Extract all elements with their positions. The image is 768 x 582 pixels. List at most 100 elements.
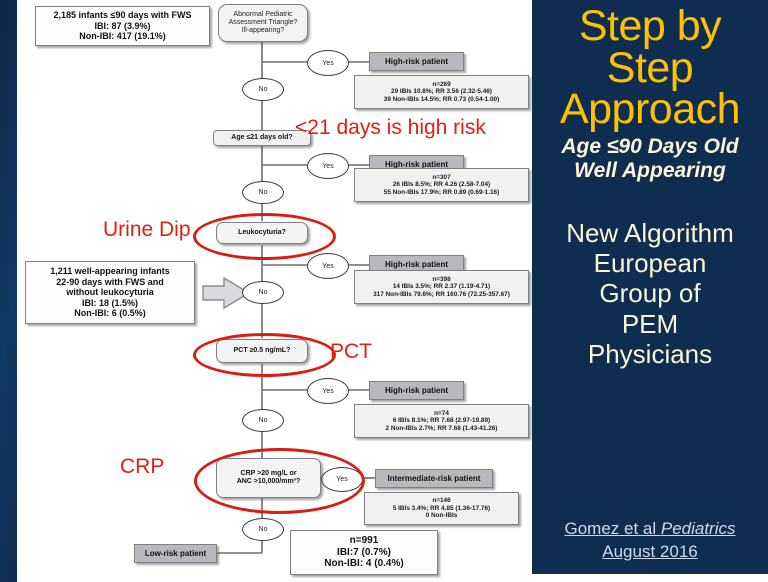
branch-no-3[interactable]: No (242, 281, 284, 304)
branch-label: Yes (322, 162, 334, 170)
panel-subtitle-line-2: Well Appearing (574, 158, 726, 182)
branch-label: No (258, 86, 268, 93)
stats-box-5: n=146 5 IBIs 3.4%; RR 4.85 (1.36-17.76) … (364, 492, 519, 525)
annotation-pct: PCT (330, 340, 372, 363)
branch-yes-1[interactable]: Yes (307, 50, 349, 76)
panel-body-line-5: Physicians (587, 338, 713, 369)
question-leukocyturia-label: Leukocyturia? (238, 228, 286, 236)
branch-label: No (258, 417, 268, 424)
outcome-low-risk: Low-risk patient (134, 544, 217, 563)
question-age-label: Age ≤21 days old? (231, 133, 293, 141)
root-question-line-3: Ill-appearing? (241, 27, 285, 35)
branch-yes-3[interactable]: Yes (307, 253, 349, 279)
stats-box-1: n=269 29 IBIs 10.8%; RR 3.56 (2.32-5.46)… (354, 75, 529, 109)
root-question-line-1: Abnormal Pediatric (233, 10, 293, 18)
stats-nonibi: 55 Non-IBIs 17.9%; RR 0.89 (0.69-1.16) (383, 188, 500, 196)
callout-line-1: 1,211 well-appearing infants (50, 265, 170, 276)
branch-label: Yes (322, 262, 334, 270)
stats-ibi: 29 IBIs 10.8%; RR 3.56 (2.32-5.46) (391, 88, 492, 96)
step-by-step-flowchart: 2,185 infants ≤90 days with FWS IBI: 87 … (17, 0, 532, 578)
flowchart-connectors (202, 42, 375, 554)
branch-no-4[interactable]: No (242, 409, 284, 432)
question-leukocyturia-node[interactable]: Leukocyturia? (216, 222, 308, 244)
callout-line-5: Non-IBI: 6 (0.5%) (74, 308, 146, 319)
stats-box-3: n=398 14 IBIs 3.5%; RR 2.37 (1.19-4.71) … (354, 270, 529, 304)
cohort-line-2: IBI: 87 (3.9%) (94, 20, 151, 31)
outcome-label: High-risk patient (384, 385, 449, 395)
left-accent-bar (0, 0, 17, 582)
stats-nonibi: 2 Non-IBIs 2.7%; RR 7.68 (1.43-41.26) (385, 424, 498, 432)
citation-author: Gomez et al (564, 519, 661, 539)
cohort-summary-box: 2,185 infants ≤90 days with FWS IBI: 87 … (35, 6, 210, 46)
cohort-line-1: 2,185 infants ≤90 days with FWS (53, 10, 192, 21)
branch-no-5[interactable]: No (242, 518, 284, 541)
branch-yes-4[interactable]: Yes (307, 378, 349, 404)
panel-body: New Algorithm European Group of PEM Phys… (532, 218, 768, 369)
branch-no-1[interactable]: No (242, 78, 284, 101)
question-age-node[interactable]: Age ≤21 days old? (213, 130, 311, 146)
outcome-label: Low-risk patient (144, 548, 207, 558)
question-pct-label: PCT ≥0.5 ng/mL? (233, 346, 291, 354)
callout-line-4: IBI: 18 (1.5%) (81, 297, 139, 308)
well-appearing-callout-box: 1,211 well-appearing infants 22-90 days … (25, 261, 195, 324)
branch-yes-2[interactable]: Yes (307, 153, 349, 179)
title-panel: Step by Step Approach Age ≤90 Days Old W… (532, 0, 768, 578)
stats-n: n=269 (432, 80, 451, 88)
citation-journal: Pediatrics (660, 519, 736, 539)
callout-line-2: 22-90 days with FWS and (56, 276, 164, 287)
stats-ibi: 5 IBIs 3.4%; RR 4.85 (1.36-17.76) (392, 504, 491, 512)
stats-n: n=307 (432, 173, 451, 181)
stats-box-4: n=74 6 IBIs 8.1%; RR 7.68 (2.97-19.89) 2… (354, 404, 529, 438)
branch-yes-5[interactable]: Yes (321, 467, 363, 492)
panel-subtitle: Age ≤90 Days Old Well Appearing (532, 135, 768, 182)
stats-box-2: n=307 26 IBIs 8.5%; RR 4.26 (2.58-7.04) … (354, 168, 529, 202)
panel-body-line-3: Group of (599, 278, 701, 309)
cohort-line-3: Non-IBI: 417 (19.1%) (79, 31, 166, 42)
stats-n: n=398 (432, 275, 451, 283)
panel-citation: Gomez et al Pediatrics August 2016 (532, 518, 768, 564)
root-question-node[interactable]: Abnormal Pediatric Assessment Triangle? … (218, 4, 308, 42)
branch-label: Yes (336, 476, 348, 483)
branch-label: No (258, 526, 268, 533)
outcome-high-risk-1: High-risk patient (369, 52, 464, 71)
stats-nonibi: 317 Non-IBIs 79.6%; RR 160.76 (72.25-357… (373, 290, 510, 298)
panel-body-line-4: PEM (621, 308, 679, 339)
question-crp-line-2: ANC >10,000/mm³? (236, 478, 301, 485)
panel-subtitle-line-1: Age ≤90 Days Old (561, 135, 739, 159)
final-line-3: Non-IBI: 4 (0.4%) (324, 558, 404, 570)
branch-label: Yes (322, 387, 334, 395)
question-crp-node[interactable]: CRP >20 mg/L or ANC >10,000/mm³? (216, 458, 321, 498)
stats-nonibi: 0 Non-IBIs (425, 512, 458, 520)
panel-title: Step by Step Approach (532, 0, 768, 131)
root-question-line-2: Assessment Triangle? (228, 18, 298, 26)
question-pct-node[interactable]: PCT ≥0.5 ng/mL? (216, 339, 308, 363)
stats-nonibi: 39 Non-IBIs 14.5%; RR 0.73 (0.54-1.00) (383, 95, 500, 103)
outcome-high-risk-4: High-risk patient (369, 381, 464, 400)
callout-line-3: without leukocyturia (66, 287, 154, 298)
branch-no-2[interactable]: No (242, 181, 284, 204)
panel-body-line-2: European (593, 248, 707, 279)
citation-line-1: Gomez et al Pediatrics (532, 518, 768, 541)
final-outcome-box: n=991 IBI:7 (0.7%) Non-IBI: 4 (0.4%) (290, 530, 438, 575)
stats-ibi: 26 IBIs 8.5%; RR 4.26 (2.58-7.04) (392, 181, 491, 189)
outcome-label: High-risk patient (384, 56, 449, 66)
question-crp-line-1: CRP >20 mg/L or (240, 469, 297, 477)
panel-body-line-1: New Algorithm (566, 218, 734, 249)
panel-title-line-2: Step (606, 43, 694, 92)
stats-ibi: 6 IBIs 8.1%; RR 7.68 (2.97-19.89) (392, 417, 491, 425)
stats-n: n=74 (434, 409, 449, 417)
branch-label: No (258, 189, 268, 196)
callout-arrow (202, 276, 251, 310)
stats-n: n=146 (432, 497, 451, 505)
annotation-21-days: <21 days is high risk (295, 116, 486, 139)
panel-title-line-3: Approach (559, 85, 741, 134)
outcome-intermediate-risk: Intermediate-risk patient (375, 469, 493, 488)
outcome-label: High-risk patient (384, 259, 449, 269)
stats-ibi: 14 IBIs 3.5%; RR 2.37 (1.19-4.71) (392, 283, 491, 291)
annotation-crp: CRP (120, 455, 165, 478)
outcome-label: High-risk patient (384, 159, 449, 169)
final-line-2: IBI:7 (0.7%) (337, 546, 391, 558)
citation-date: August 2016 (602, 542, 698, 562)
panel-title-line-1: Step by (578, 2, 722, 50)
